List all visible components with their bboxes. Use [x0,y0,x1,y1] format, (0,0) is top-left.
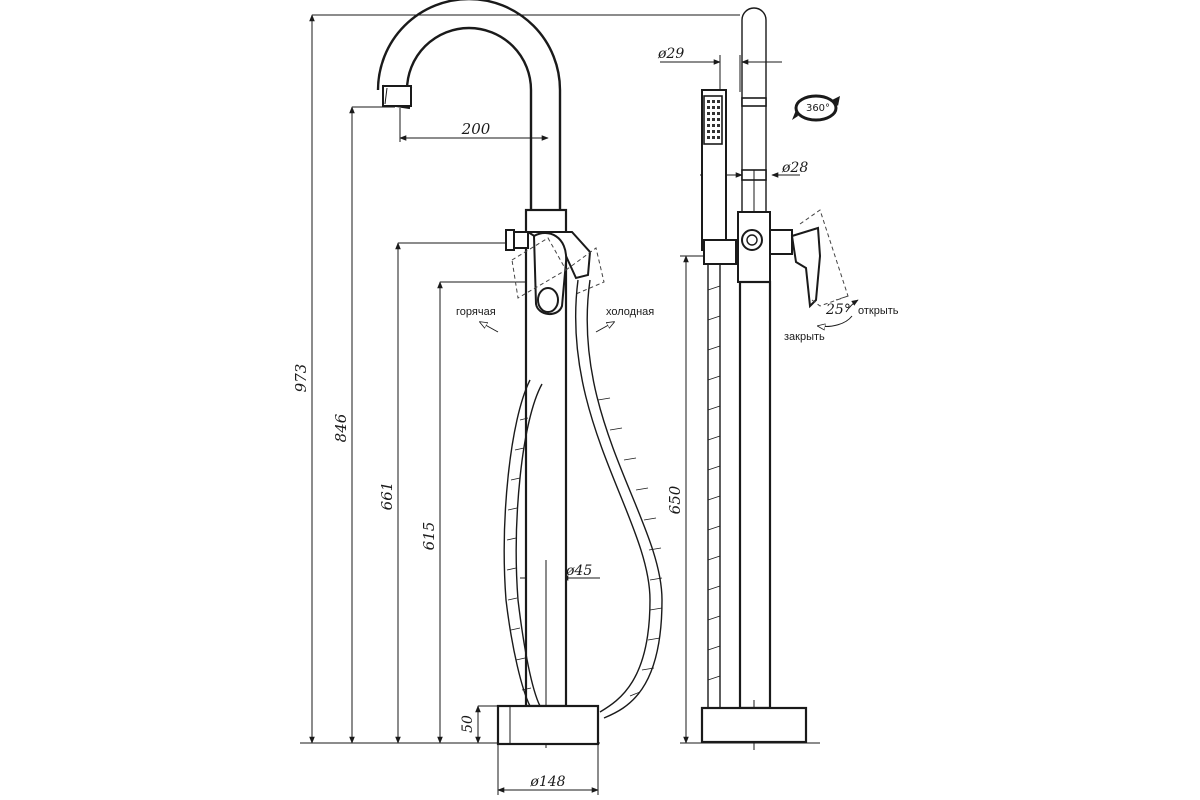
label-hot: горячая [456,306,496,318]
side-handshower [701,89,737,265]
dim-total-height: 973 [292,364,310,393]
label-cold: холодная [606,306,654,318]
side-view: ø29 ø28 650 [657,7,899,750]
lever-angle: 25° [825,302,851,318]
side-hose [707,264,721,708]
label-close: закрыть [784,331,825,343]
dim-base-height: 50 [460,715,476,733]
shower-hose [503,279,663,719]
side-mixer [737,209,849,309]
dim-side-height: 650 [666,485,684,514]
spout [376,0,562,210]
front-view: 973 846 661 615 50 200 ø45 ø148 [292,0,740,795]
rotation-angle: 360° [806,103,830,114]
dim-lever-height: 615 [420,522,438,551]
dim-column-diameter: ø45 [565,563,592,579]
side-holder-rod [741,7,767,213]
side-column [738,280,772,750]
rotation-icon: 360° [792,94,840,122]
mixer-lever [505,229,605,315]
dim-spout-height: 846 [332,413,350,442]
front-base [496,704,600,746]
side-base [700,706,808,744]
dim-handshower-diameter: ø29 [657,46,684,62]
dimension-lines [300,14,740,795]
dim-holder-diameter: ø28 [781,160,808,176]
dim-base-diameter: ø148 [529,774,565,790]
dim-mixer-height: 661 [378,482,396,511]
dim-spout-reach: 200 [461,120,491,138]
label-open: открыть [858,305,899,317]
